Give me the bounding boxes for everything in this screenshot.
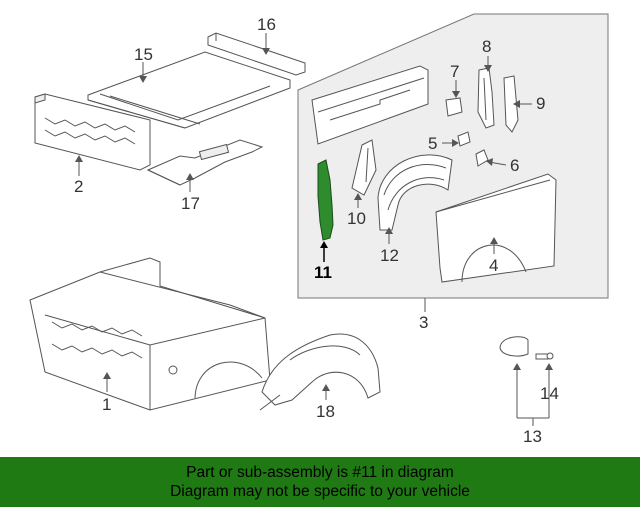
callout-17: 17 [181, 194, 200, 213]
callout-5: 5 [428, 134, 438, 153]
part-1 [29, 257, 271, 411]
callout-18: 18 [316, 402, 335, 421]
callout-1: 1 [102, 395, 112, 414]
callout-15: 15 [134, 45, 153, 64]
part-14 [535, 352, 554, 360]
part-12 [377, 154, 453, 231]
callout-13: 13 [523, 427, 542, 446]
part-18 [259, 333, 381, 411]
part-9 [503, 75, 519, 133]
part-16 [207, 32, 306, 76]
part-15 [87, 51, 291, 129]
part-7 [445, 97, 463, 117]
part-2 [34, 93, 151, 171]
part-10 [351, 139, 377, 196]
parts-diagram [29, 13, 609, 426]
callout-4: 4 [489, 256, 499, 275]
callout-8: 8 [482, 37, 492, 56]
callout-10: 10 [347, 209, 366, 228]
part-13 [499, 336, 529, 357]
part-11-highlight [317, 159, 334, 241]
callout-3: 3 [419, 313, 429, 332]
info-banner: Part or sub-assembly is #11 in diagram D… [0, 457, 640, 507]
inner-panel [311, 65, 429, 145]
callout-7: 7 [450, 62, 460, 81]
callout-12: 12 [380, 246, 399, 265]
part-17 [146, 139, 264, 186]
part-4 [435, 173, 557, 283]
callout-14: 14 [540, 384, 559, 403]
part-6 [475, 149, 489, 167]
callout-16: 16 [257, 15, 276, 34]
callout-9: 9 [536, 94, 546, 113]
part-5 [457, 131, 471, 147]
banner-line-1: Part or sub-assembly is #11 in diagram [186, 464, 454, 481]
callout-11: 11 [314, 263, 332, 282]
banner-line-2: Diagram may not be specific to your vehi… [170, 483, 470, 500]
callout-2: 2 [74, 177, 84, 196]
callout-6: 6 [510, 156, 520, 175]
